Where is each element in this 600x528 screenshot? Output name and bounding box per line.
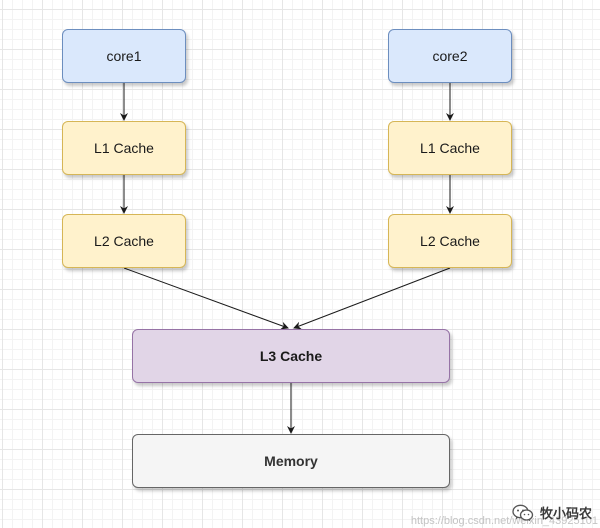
l1-cache-right-label: L1 Cache <box>420 140 480 156</box>
l1-cache-right-node: L1 Cache <box>388 121 512 175</box>
l3-cache-node: L3 Cache <box>132 329 450 383</box>
memory-node: Memory <box>132 434 450 488</box>
l2-cache-left-node: L2 Cache <box>62 214 186 268</box>
l1-cache-left-node: L1 Cache <box>62 121 186 175</box>
core2-label: core2 <box>432 48 468 64</box>
watermark-name: 牧小码农 <box>539 507 592 522</box>
core2-node: core2 <box>388 29 512 83</box>
core1-label: core1 <box>106 48 142 64</box>
memory-label: Memory <box>264 453 318 469</box>
l2-cache-left-label: L2 Cache <box>94 233 154 249</box>
core1-node: core1 <box>62 29 186 83</box>
watermark-url: https://blog.csdn.net/weixin_43925101 <box>410 515 598 527</box>
watermark: 牧小码农 <box>512 503 592 522</box>
edge-l2_left-to-l3 <box>123 267 289 330</box>
l2-cache-right-node: L2 Cache <box>388 214 512 268</box>
l3-cache-label: L3 Cache <box>259 348 323 364</box>
l2-cache-right-label: L2 Cache <box>420 233 480 249</box>
edge-l2_right-to-l3 <box>293 267 451 330</box>
wechat-icon <box>512 504 534 521</box>
l1-cache-left-label: L1 Cache <box>94 140 154 156</box>
